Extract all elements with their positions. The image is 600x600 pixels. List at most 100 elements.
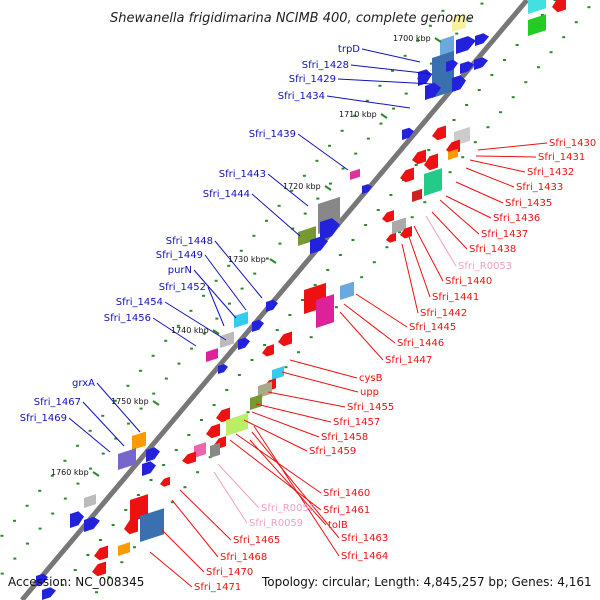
gene-feature: [252, 319, 264, 333]
leader-line: [193, 269, 237, 319]
leader-line: [475, 155, 537, 158]
gene-label-sfri-1444: Sfri_1444: [203, 189, 250, 200]
leader-line: [161, 529, 205, 573]
leader-line: [401, 243, 419, 314]
gene-label-sfri-1436: Sfri_1436: [493, 213, 540, 224]
leader-line: [149, 551, 193, 588]
gene-feature: [218, 364, 228, 375]
kbp-tick: [212, 329, 220, 335]
gene-feature: [452, 75, 466, 93]
leader-line: [255, 403, 332, 423]
gene-feature: [528, 0, 546, 15]
gene-feature: [206, 423, 220, 439]
gene-feature: [446, 59, 458, 73]
gene-feature: [425, 82, 441, 101]
leader-line: [431, 211, 468, 250]
gene-label-sfri-1434: Sfri_1434: [278, 91, 325, 102]
gene-feature: [456, 36, 476, 55]
gene-feature: [424, 168, 442, 197]
gene-feature: [118, 542, 130, 557]
gene-label-sfri-1456: Sfri_1456: [104, 313, 151, 324]
leader-line: [251, 411, 320, 438]
gene-feature: [92, 561, 106, 577]
leader-line: [213, 471, 248, 524]
gene-label-sfri-1471: Sfri_1471: [194, 582, 241, 593]
gene-feature: [140, 508, 164, 543]
leader-line: [439, 199, 480, 235]
gene-feature: [160, 476, 170, 487]
leader-line: [326, 95, 411, 109]
leader-line: [243, 419, 308, 452]
gene-label-upp: upp: [360, 387, 379, 398]
gene-feature: [402, 127, 414, 141]
gene-label-sfri-1428: Sfri_1428: [302, 60, 349, 71]
gene-label-sfri-1433: Sfri_1433: [516, 182, 563, 193]
kbp-tick: [324, 185, 332, 191]
leader-line: [343, 303, 396, 344]
gene-label-sfri-1464: Sfri_1464: [341, 551, 388, 562]
gene-label-sfri-1459: Sfri_1459: [309, 446, 356, 457]
gene-feature: [400, 167, 414, 183]
leader-line: [152, 317, 197, 347]
leader-line: [251, 431, 340, 539]
gene-feature: [448, 148, 458, 161]
gene-feature: [234, 311, 248, 329]
leader-line: [297, 133, 349, 171]
gene-label-sfri-1437: Sfri_1437: [481, 229, 528, 240]
gene-label-sfri-1438: Sfri_1438: [469, 244, 516, 255]
gene-label-purn: purN: [168, 265, 192, 276]
leader-line: [164, 301, 227, 341]
gene-feature: [475, 33, 489, 47]
gene-label-sfri-1441: Sfri_1441: [432, 292, 479, 303]
gene-feature: [84, 516, 100, 533]
kbp-label: 1710 kbp: [339, 110, 377, 119]
gene-feature: [142, 461, 156, 477]
gene-label-sfri-1470: Sfri_1470: [206, 567, 253, 578]
gene-label-sfri-1463: Sfri_1463: [341, 533, 388, 544]
kbp-label: 1760 kbp: [51, 468, 89, 477]
gene-label-sfri-1449: Sfri_1449: [156, 250, 203, 261]
gene-feature: [238, 337, 250, 351]
kbp-tick: [434, 37, 442, 43]
leader-line: [407, 233, 431, 298]
gene-label-sfri-1460: Sfri_1460: [323, 488, 370, 499]
gene-label-sfri-1468: Sfri_1468: [220, 552, 267, 563]
gene-label-sfri-1454: Sfri_1454: [116, 297, 163, 308]
gene-label-sfri-1467: Sfri_1467: [34, 397, 81, 408]
leader-line: [267, 391, 346, 408]
gene-feature: [194, 442, 206, 459]
gene-label-sfri-1432: Sfri_1432: [527, 167, 574, 178]
gene-feature: [362, 184, 372, 195]
gene-feature: [474, 57, 488, 71]
gene-feature: [36, 573, 48, 587]
gene-label-sfri-1429: Sfri_1429: [289, 74, 336, 85]
leader-line: [82, 401, 125, 447]
gene-feature: [216, 407, 230, 423]
gene-feature: [316, 294, 334, 329]
gene-feature: [70, 511, 84, 529]
gene-feature: [42, 587, 56, 600]
gene-labels: trpDSfri_1428Sfri_1429Sfri_1434Sfri_1439…: [20, 44, 596, 593]
kbp-label: 1700 kbp: [393, 34, 431, 43]
gene-feature: [206, 348, 218, 363]
gene-feature: [382, 210, 394, 223]
gene-feature: [266, 299, 278, 313]
gene-label-sfri-1461: Sfri_1461: [323, 505, 370, 516]
kbp-label: 1740 kbp: [171, 326, 209, 335]
gene-feature: [412, 188, 422, 203]
gene-label-sfri-1469: Sfri_1469: [20, 413, 67, 424]
gene-feature: [528, 14, 546, 37]
leader-line: [249, 439, 327, 526]
gene-label-sfri-1442: Sfri_1442: [420, 308, 467, 319]
gene-label-sfri-1446: Sfri_1446: [397, 338, 444, 349]
accession-text: Accession: NC_008345: [8, 575, 144, 589]
leader-line: [207, 286, 225, 327]
gene-feature: [124, 517, 138, 535]
kbp-label: 1720 kbp: [283, 182, 321, 191]
leader-line: [171, 499, 219, 558]
gene-label-sfri-1457: Sfri_1457: [333, 417, 380, 428]
gene-label-tolb: tolB: [328, 520, 348, 531]
gene-feature: [452, 13, 466, 33]
gene-label-sfri-r0059: Sfri_R0059: [249, 518, 303, 529]
gene-feature: [272, 366, 284, 381]
